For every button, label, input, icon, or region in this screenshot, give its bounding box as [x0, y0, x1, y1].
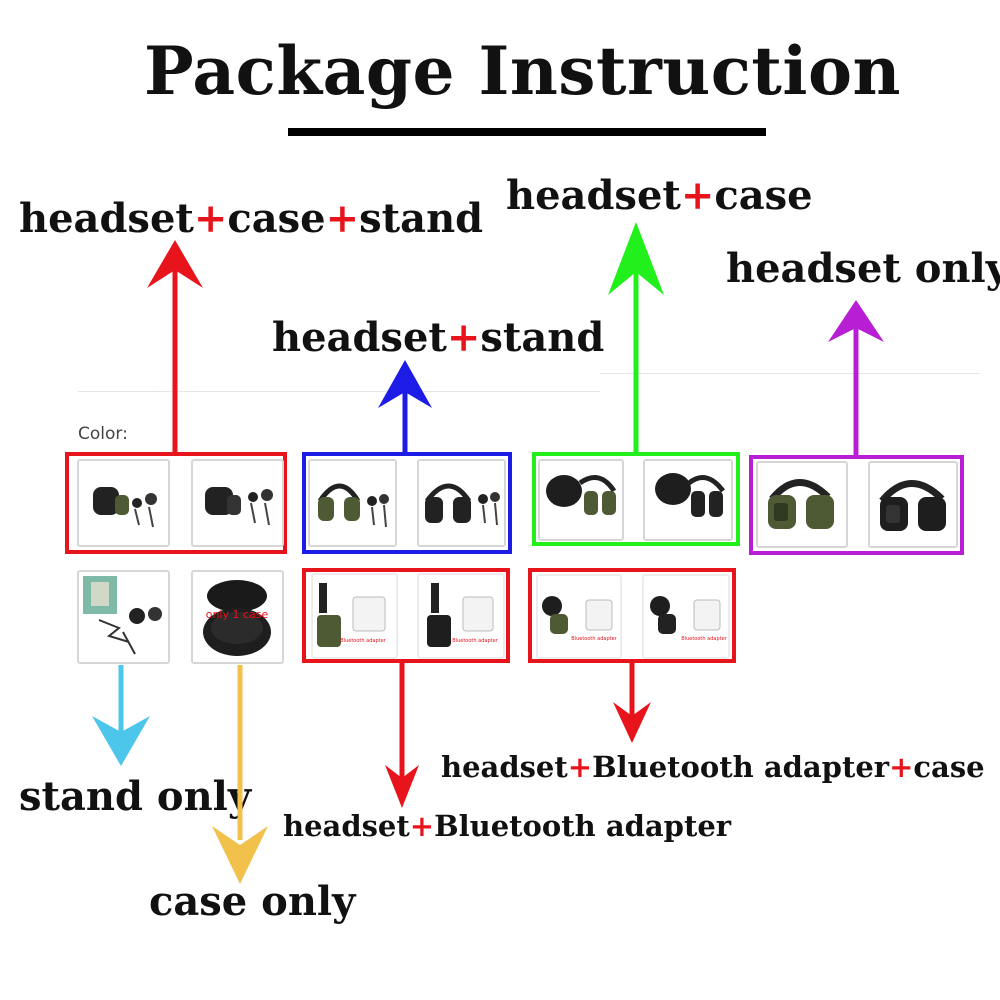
svg-text:Bluetooth adapter: Bluetooth adapter	[571, 636, 617, 642]
label-headset-only: headset only	[726, 245, 1000, 292]
svg-text:Bluetooth adapter: Bluetooth adapter	[681, 636, 727, 642]
label-headset-case-stand: headset+case+stand	[19, 195, 484, 242]
group-frame-headset-only	[749, 455, 964, 555]
arrow-down-red-bt	[385, 662, 419, 808]
label-headset-stand: headset+stand	[272, 314, 605, 361]
title-underline	[288, 128, 766, 136]
arrow-down-yellow	[212, 665, 268, 884]
arrow-down-red-bt-case	[613, 662, 651, 743]
label-stand-only: stand only	[19, 773, 252, 820]
group-frame-headset-bt-adapter	[302, 568, 510, 663]
group-frame-headset-stand	[302, 452, 512, 554]
group-frame-headset-case-stand	[65, 452, 287, 554]
svg-text:Bluetooth adapter: Bluetooth adapter	[452, 638, 498, 644]
option-thumb-black-bt-adapter-case[interactable]: Bluetooth adapter	[642, 574, 730, 659]
option-thumb-green-bt-adapter-case[interactable]: Bluetooth adapter	[536, 574, 622, 659]
divider-line	[600, 373, 980, 374]
option-thumb-green-case[interactable]	[538, 459, 624, 541]
option-thumb-black-bt-adapter[interactable]: Bluetooth adapter	[417, 573, 505, 659]
option-thumb-black-case[interactable]	[643, 459, 733, 541]
group-frame-headset-case	[532, 452, 740, 546]
arrow-up-green	[608, 222, 664, 452]
option-thumb-black-headset[interactable]	[868, 461, 958, 548]
color-label: Color:	[78, 424, 128, 444]
group-frame-headset-bt-adapter-case	[528, 568, 736, 663]
case-overlay-text: only 1 case	[206, 608, 269, 621]
option-thumb-green-bt-adapter[interactable]: Bluetooth adapter	[311, 573, 398, 659]
option-thumb-black-stand[interactable]	[417, 459, 506, 547]
divider-line	[78, 391, 600, 392]
label-headset-case: headset+case	[506, 172, 813, 219]
option-thumb-stand-only[interactable]	[77, 570, 170, 664]
page-title: Package Instruction	[144, 32, 901, 110]
svg-text:Bluetooth adapter: Bluetooth adapter	[340, 638, 386, 644]
arrow-down-cyan	[92, 665, 150, 766]
label-headset-bt-adapter: headset+Bluetooth adapter	[283, 809, 732, 843]
option-thumb-black-case-stand[interactable]	[191, 459, 284, 547]
option-thumb-green-stand[interactable]	[308, 459, 397, 547]
label-headset-bt-adapter-case: headset+Bluetooth adapter+case	[441, 750, 985, 784]
arrow-up-purple	[828, 300, 884, 455]
arrow-up-red	[147, 240, 203, 452]
option-thumb-green-headset[interactable]	[756, 461, 848, 548]
arrow-up-blue	[378, 360, 432, 452]
option-thumb-case-only[interactable]: only 1 case	[191, 570, 284, 664]
option-thumb-green-case-stand[interactable]	[77, 459, 170, 547]
label-case-only: case only	[149, 878, 356, 925]
